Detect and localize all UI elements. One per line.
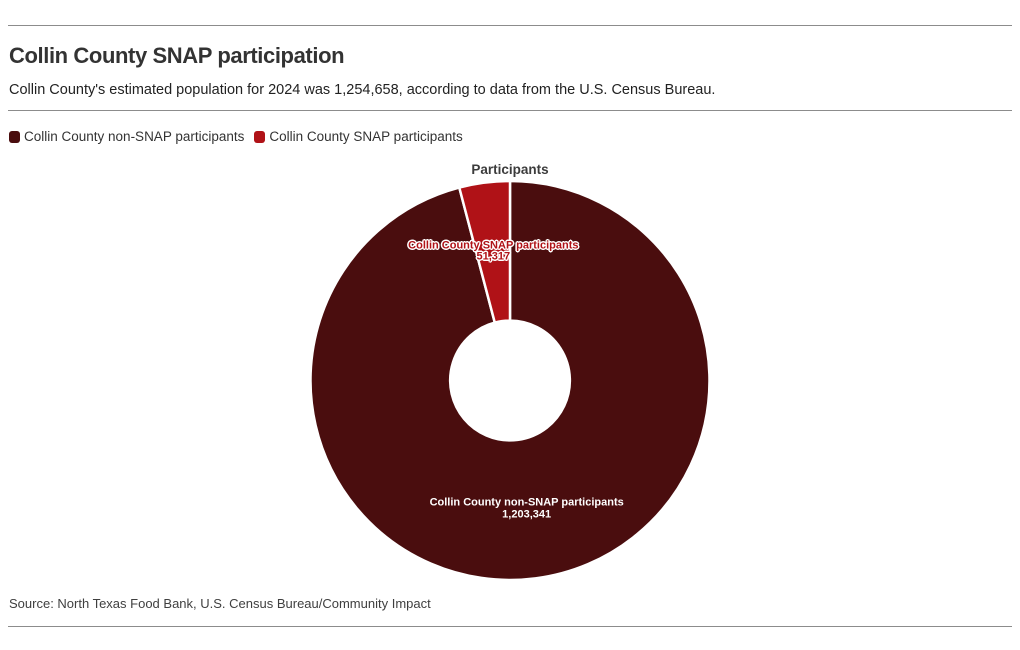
legend-swatch-non-snap-icon	[9, 130, 20, 143]
page-subtitle: Collin County's estimated population for…	[9, 82, 716, 98]
legend-label-snap: Collin County SNAP participants	[269, 129, 463, 144]
legend-label-non-snap: Collin County non-SNAP participants	[24, 129, 245, 144]
page-title: Collin County SNAP participation	[9, 43, 345, 68]
legend: Collin County non-SNAP participants Coll…	[9, 129, 463, 144]
pie-slice-non-snap[interactable]	[309, 179, 711, 582]
bottom-divider	[8, 626, 1012, 627]
legend-swatch-snap-icon	[254, 130, 266, 143]
top-divider	[8, 25, 1012, 26]
legend-item-snap[interactable]: Collin County SNAP participants	[254, 129, 463, 144]
source-line: Source: North Texas Food Bank, U.S. Cens…	[9, 596, 431, 611]
legend-item-non-snap[interactable]: Collin County non-SNAP participants	[9, 129, 244, 144]
chart-title: Participants	[471, 162, 549, 177]
pie-slice-snap[interactable]	[458, 179, 512, 324]
header-divider	[8, 110, 1012, 111]
